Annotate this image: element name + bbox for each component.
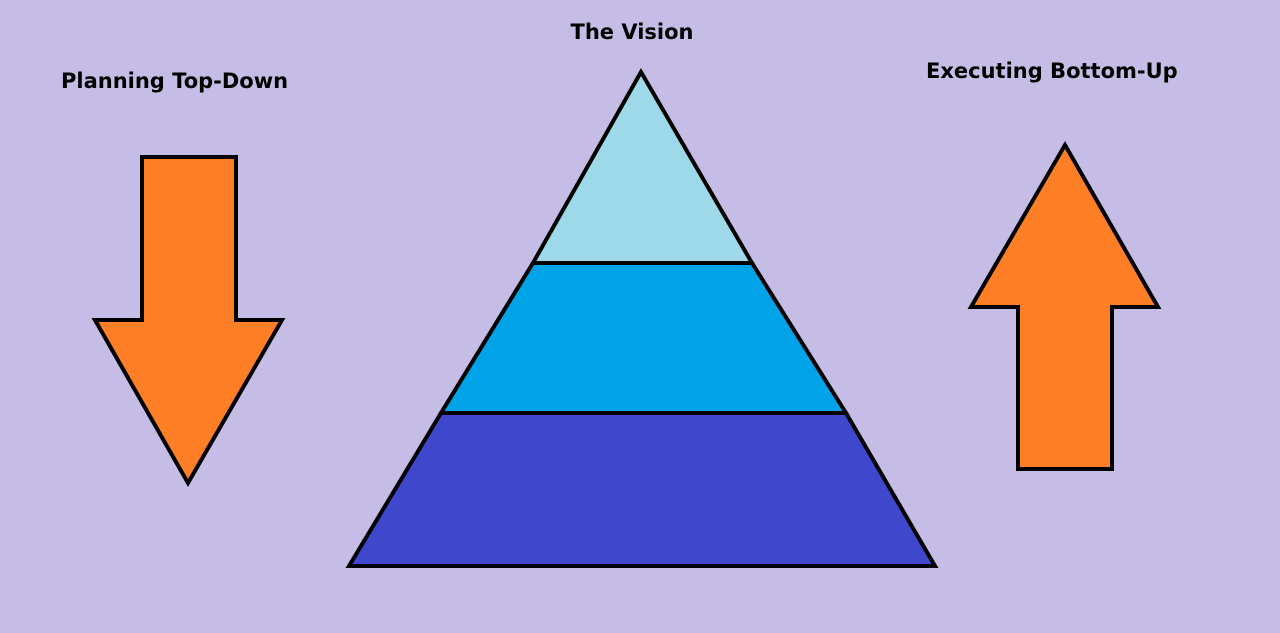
planning-label: Planning Top-Down [61, 69, 289, 93]
down-arrow-icon [91, 155, 286, 488]
up-arrow-icon [967, 140, 1162, 471]
pyramid-top-tier [529, 67, 756, 265]
pyramid-bottom-tier [345, 411, 939, 568]
executing-label: Executing Bottom-Up [926, 59, 1178, 83]
pyramid-middle-tier [437, 261, 850, 415]
pyramid-title: The Vision [570, 20, 694, 44]
